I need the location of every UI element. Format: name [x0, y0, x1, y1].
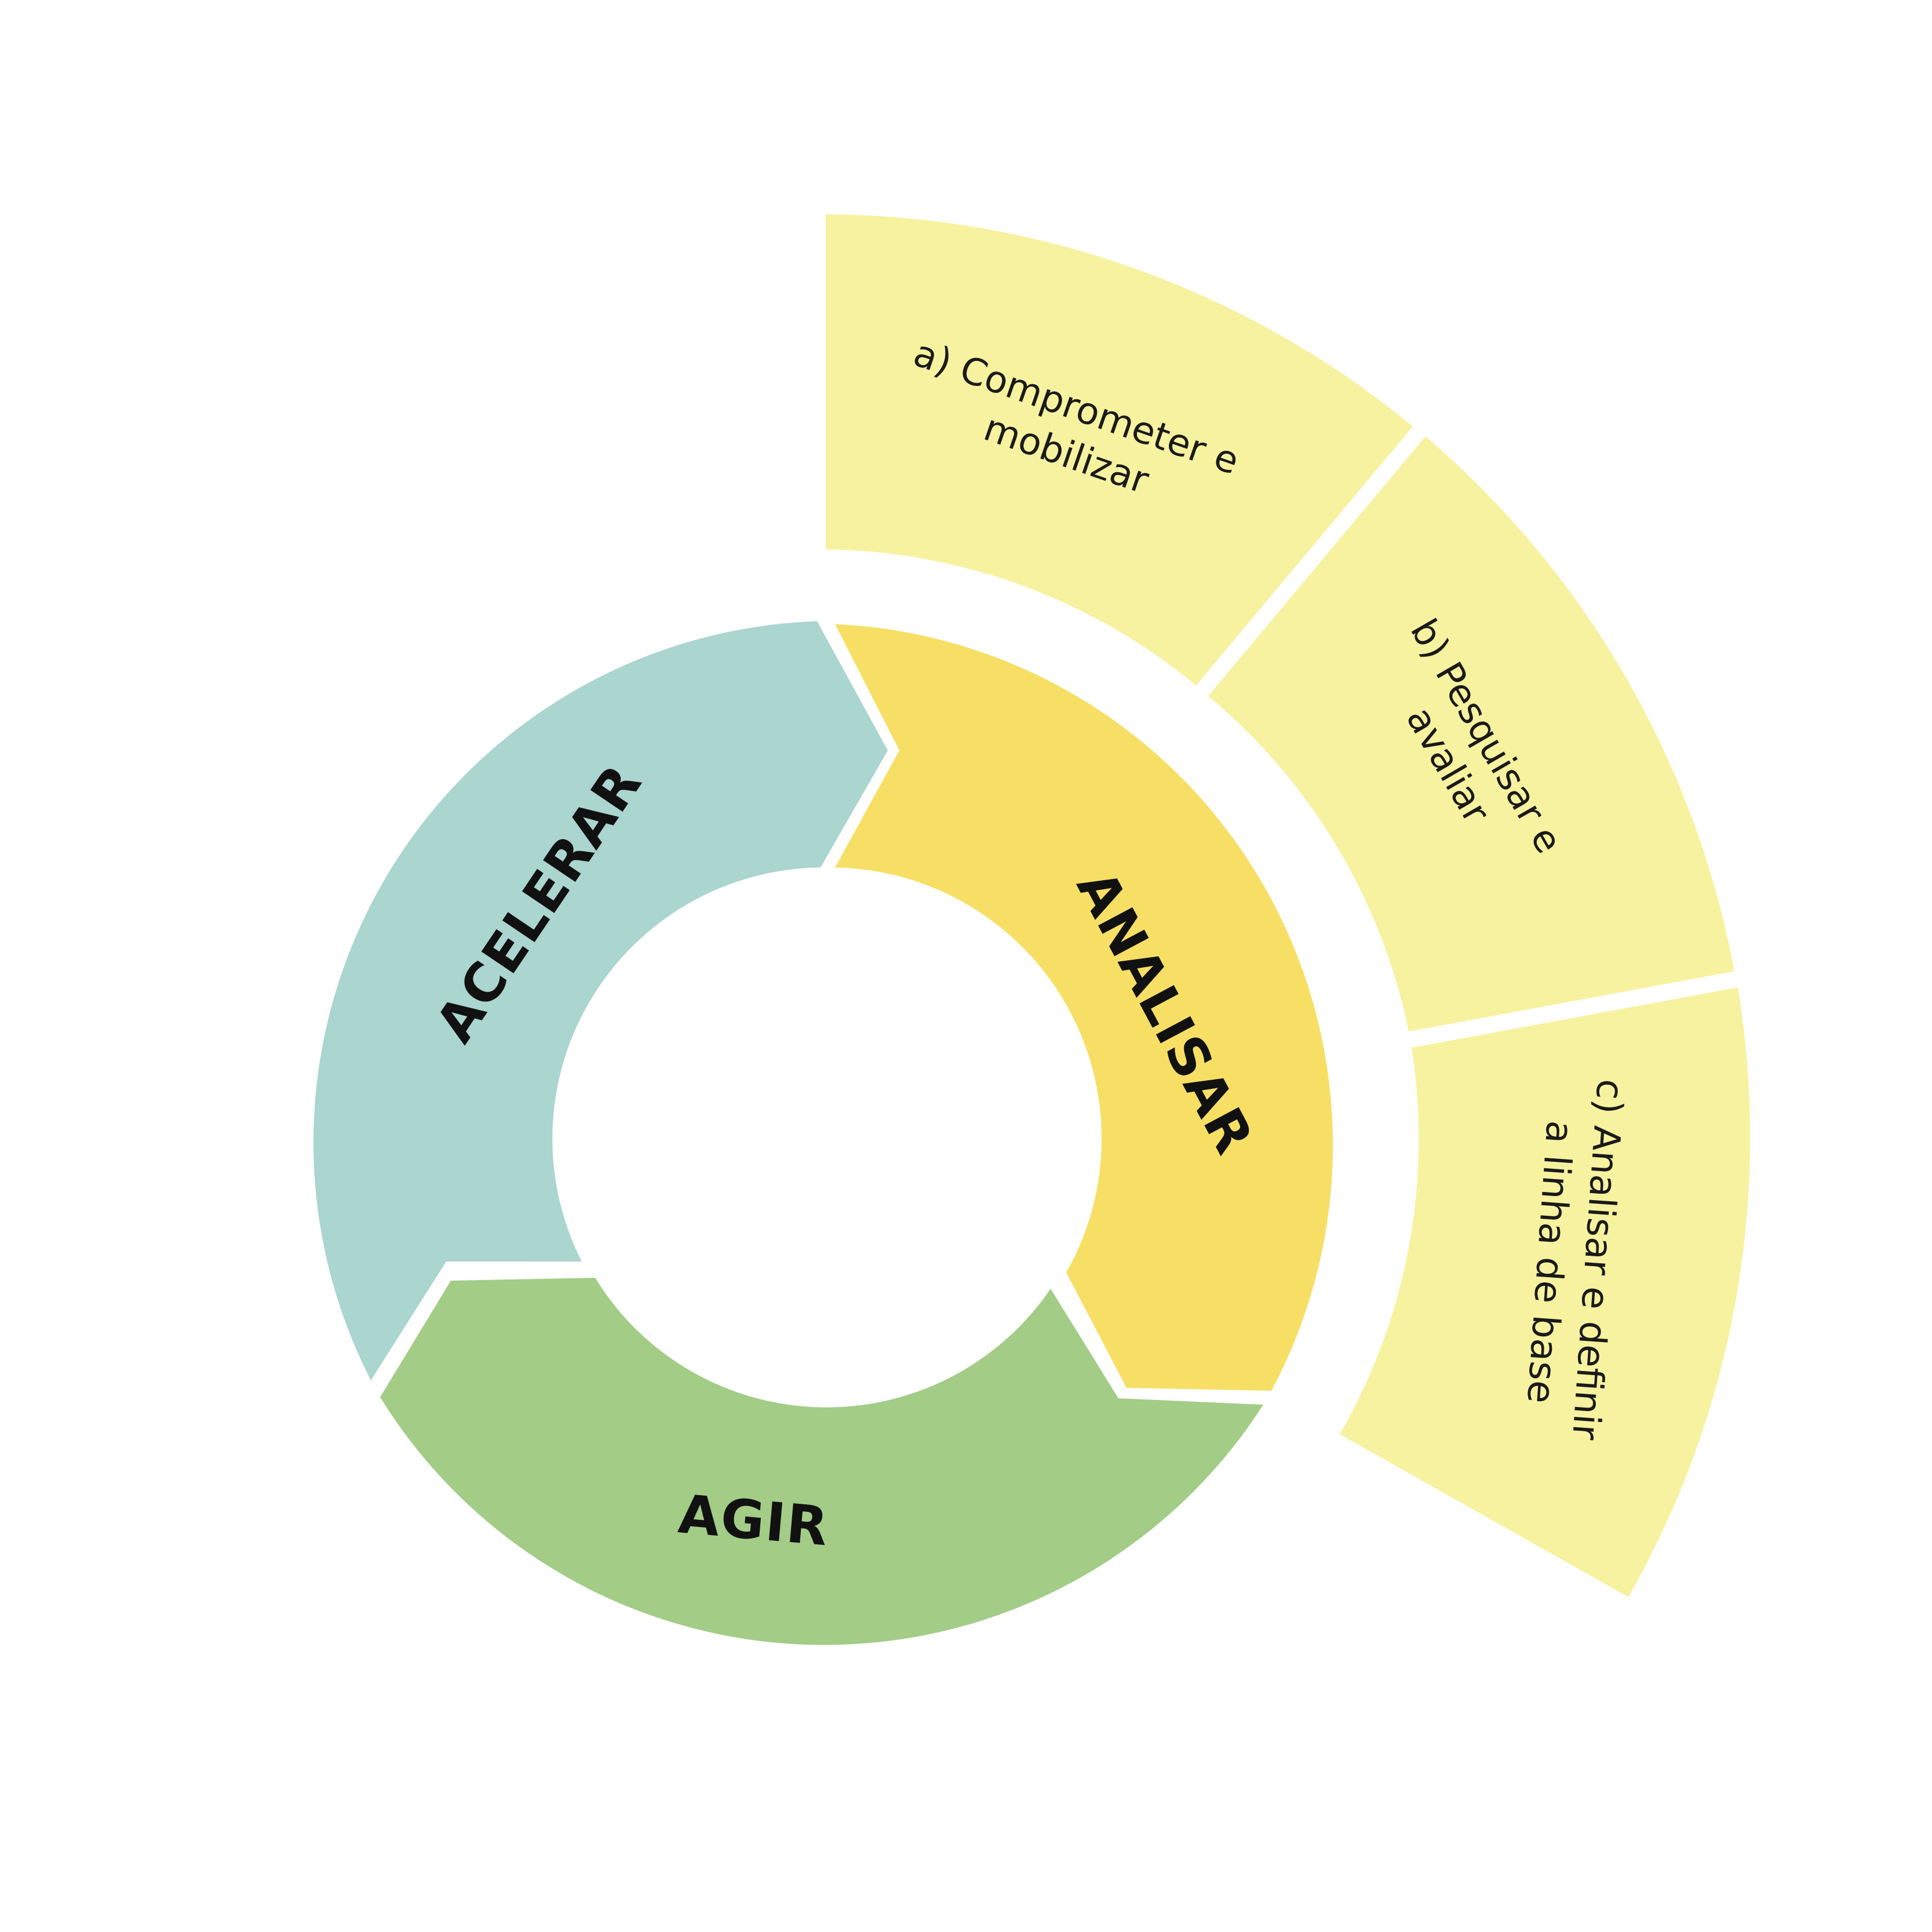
step-segment-c: [1340, 987, 1751, 1597]
label-agir: AGIR: [676, 1483, 831, 1558]
step-segment-b: [1208, 436, 1734, 1031]
step-label-c: c) Analisar e definir a linha de base: [1515, 1074, 1632, 1453]
step-segment-a: [826, 214, 1413, 686]
segment-analisar: [835, 624, 1333, 1391]
segment-acelerar: [313, 621, 888, 1380]
segment-agir: [380, 1278, 1263, 1645]
